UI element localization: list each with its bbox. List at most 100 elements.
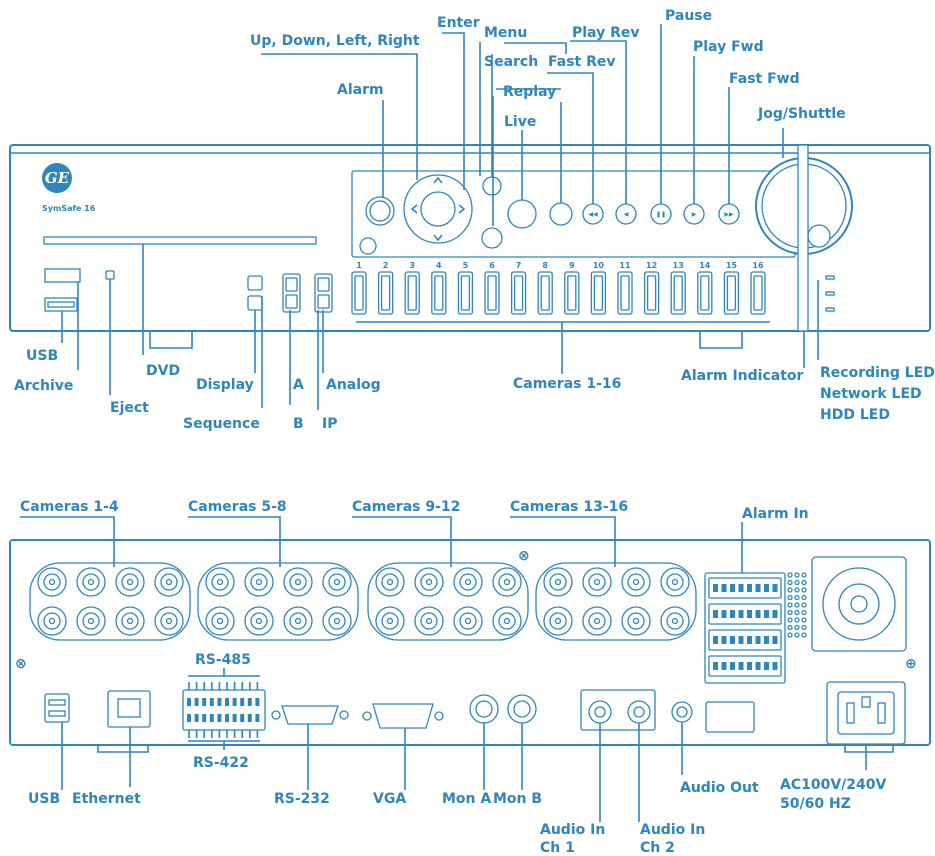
- bnc-connector[interactable]: [660, 606, 690, 636]
- camera-number: 14: [699, 261, 711, 270]
- camera-button-2[interactable]: 2: [377, 261, 394, 315]
- bnc-connector[interactable]: [37, 606, 67, 636]
- label-cameras-1-16: Cameras 1-16: [513, 376, 621, 392]
- bnc-connector[interactable]: [322, 567, 352, 597]
- rs232-port[interactable]: [281, 705, 339, 725]
- bnc-connector[interactable]: [283, 606, 313, 636]
- fast-rev-icon: ◀◀: [588, 211, 598, 218]
- camera-number: 12: [646, 261, 657, 270]
- label-fast-fwd: Fast Fwd: [729, 71, 800, 87]
- camera-button-7[interactable]: 7: [510, 261, 527, 315]
- bnc-connector[interactable]: [414, 567, 444, 597]
- camera-button-11[interactable]: 11: [617, 261, 633, 315]
- bnc-connector[interactable]: [37, 567, 67, 597]
- camera-button-16[interactable]: 16: [750, 261, 766, 315]
- bnc-connector[interactable]: [205, 567, 235, 597]
- screw-icon: ⊗: [15, 656, 27, 672]
- camera-number: 10: [593, 261, 605, 270]
- bnc-connector[interactable]: [453, 567, 483, 597]
- bnc-connector[interactable]: [660, 567, 690, 597]
- camera-button-9[interactable]: 9: [564, 261, 580, 315]
- recording-led: [825, 275, 835, 280]
- bnc-group-1: [29, 562, 191, 641]
- rs485-rs422-terminal[interactable]: [182, 689, 266, 731]
- camera-button-15[interactable]: 15: [723, 261, 740, 315]
- camera-button-5[interactable]: 5: [457, 261, 474, 315]
- ge-logo-icon: GE: [42, 163, 72, 193]
- bnc-connector[interactable]: [244, 606, 274, 636]
- analog-button[interactable]: [317, 277, 330, 292]
- bnc-connector[interactable]: [621, 606, 651, 636]
- bnc-connector[interactable]: [375, 567, 405, 597]
- camera-button-13[interactable]: 13: [670, 261, 686, 315]
- bnc-groups: [29, 562, 697, 641]
- rear-leaders: [20, 516, 867, 822]
- bnc-connector[interactable]: [154, 567, 184, 597]
- bnc-connector[interactable]: [322, 606, 352, 636]
- play-rev-icon: ◀: [624, 211, 629, 218]
- replay-button[interactable]: [549, 202, 573, 226]
- label-b: B: [293, 416, 304, 432]
- bnc-connector[interactable]: [115, 567, 145, 597]
- rear-usb-port[interactable]: [44, 693, 70, 723]
- label-usb-front: USB: [26, 348, 58, 364]
- enter-button[interactable]: [420, 191, 456, 227]
- b-button[interactable]: [285, 294, 298, 309]
- label-cameras-5-8: Cameras 5-8: [188, 499, 287, 515]
- vga-port[interactable]: [372, 703, 434, 729]
- bnc-connector[interactable]: [621, 567, 651, 597]
- bnc-connector[interactable]: [115, 606, 145, 636]
- relay-terminal[interactable]: [705, 701, 755, 733]
- bnc-connector[interactable]: [582, 567, 612, 597]
- camera-number: 1: [356, 261, 362, 270]
- jog-knob[interactable]: [807, 224, 831, 248]
- live-button[interactable]: [507, 199, 537, 229]
- menu-button[interactable]: [481, 227, 503, 249]
- bnc-connector[interactable]: [205, 606, 235, 636]
- label-jog-shuttle: Jog/Shuttle: [757, 106, 846, 122]
- arrow-left-icon[interactable]: [410, 204, 418, 214]
- sequence-button[interactable]: [247, 295, 263, 311]
- arrow-up-icon[interactable]: [433, 176, 443, 184]
- panel-small-button[interactable]: [359, 237, 377, 255]
- camera-button-14[interactable]: 14: [697, 261, 713, 315]
- search-button[interactable]: [482, 176, 502, 196]
- label-alarm-in: Alarm In: [742, 506, 809, 522]
- bnc-connector[interactable]: [543, 606, 573, 636]
- arrow-right-icon[interactable]: [458, 204, 466, 214]
- label-mon-a: Mon A: [442, 791, 491, 807]
- camera-button-12[interactable]: 12: [643, 261, 660, 315]
- bnc-connector[interactable]: [543, 567, 573, 597]
- bnc-connector[interactable]: [283, 567, 313, 597]
- arrow-down-icon[interactable]: [433, 234, 443, 242]
- bnc-connector[interactable]: [76, 606, 106, 636]
- display-button[interactable]: [247, 275, 263, 291]
- bnc-connector[interactable]: [492, 606, 522, 636]
- bnc-connector[interactable]: [492, 567, 522, 597]
- archive-button[interactable]: [44, 268, 81, 283]
- play-fwd-icon: ▶: [692, 211, 697, 218]
- label-rs232: RS-232: [274, 791, 330, 807]
- a-button[interactable]: [285, 277, 298, 292]
- bnc-connector[interactable]: [453, 606, 483, 636]
- bnc-connector[interactable]: [76, 567, 106, 597]
- camera-button-10[interactable]: 10: [590, 261, 607, 315]
- eject-button[interactable]: [105, 270, 115, 280]
- camera-button-4[interactable]: 4: [431, 261, 447, 315]
- camera-number: 8: [542, 261, 548, 270]
- camera-button-1[interactable]: 1: [351, 261, 367, 315]
- camera-button-6[interactable]: 6: [484, 261, 500, 315]
- label-display: Display: [196, 377, 254, 393]
- hdd-led: [825, 307, 835, 312]
- bnc-connector[interactable]: [375, 606, 405, 636]
- camera-button-3[interactable]: 3: [404, 261, 420, 315]
- bnc-connector[interactable]: [154, 606, 184, 636]
- label-ac-freq: 50/60 HZ: [780, 796, 851, 812]
- ip-button[interactable]: [317, 294, 330, 309]
- bnc-connector[interactable]: [582, 606, 612, 636]
- bnc-connector[interactable]: [244, 567, 274, 597]
- label-usb-rear: USB: [28, 791, 60, 807]
- bnc-connector[interactable]: [414, 606, 444, 636]
- camera-button-8[interactable]: 8: [537, 261, 553, 315]
